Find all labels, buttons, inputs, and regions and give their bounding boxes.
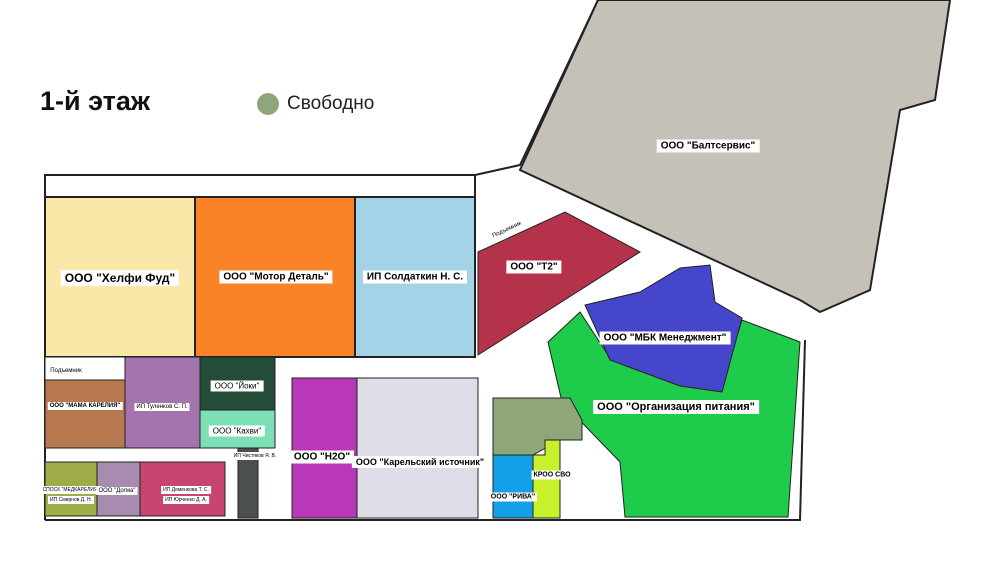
outer-wall: [495, 339, 806, 521]
label-karelsky: ООО "Карельский источник": [351, 456, 489, 468]
label-yurchenko: ИП Юрченко Д. А.: [163, 496, 209, 504]
label-mbk: ООО "МБК Менеджмент": [599, 331, 731, 345]
legend-free-label: Свободно: [287, 93, 375, 114]
legend: Свободно: [257, 93, 374, 115]
label-lift: Подъемник: [50, 368, 82, 374]
label-kahvi: ООО "Кахви": [208, 425, 266, 437]
label-tulenkov: ИП Туленков С. П.: [134, 403, 190, 411]
label-baltservis: ООО "Балтсервис": [656, 139, 760, 153]
zone-mbk[interactable]: [584, 264, 743, 393]
label-h2o: ООО "Н2О": [289, 450, 355, 464]
label-mama-karelia: ООО "МАМА КАРЕЛИЯ": [47, 402, 123, 410]
label-yoki: ООО "Йоки": [210, 380, 264, 392]
zone-t2[interactable]: [477, 211, 641, 356]
legend-free-swatch: [257, 93, 279, 115]
label-smirnov: ИП Смирнов Д. Н.: [48, 496, 94, 504]
label-t2: ООО "Т2": [506, 260, 562, 274]
zone-tulenkov[interactable]: [124, 356, 201, 449]
zone-mama-karelia[interactable]: [44, 379, 126, 449]
label-org-pitaniya: ООО "Организация питания": [593, 400, 759, 414]
label-soldatkin: ИП Солдаткин Н. С.: [362, 270, 468, 284]
label-riva: ООО "РИВА": [488, 492, 538, 502]
zone-h2o[interactable]: [291, 377, 358, 519]
label-motor: ООО "Мотор Деталь": [219, 270, 333, 284]
zone-baltservis[interactable]: [518, 0, 952, 314]
floor-title: 1-й этаж: [40, 86, 151, 116]
zone-chistyakov[interactable]: [237, 447, 259, 519]
label-kroo: КРОО СВО: [531, 470, 573, 480]
label-medkarelia: СПОСК "МЕДКАРЕЛИЯ": [40, 486, 102, 494]
label-dogma: ООО "Догма": [96, 487, 138, 495]
zone-free[interactable]: [492, 397, 583, 456]
label-chistyakov: ИП Чистяков Я. В.: [231, 452, 279, 460]
zone-riva[interactable]: [492, 454, 534, 519]
label-helfi: ООО "Хелфи Фуд": [60, 270, 180, 286]
zone-karelsky[interactable]: [356, 377, 479, 519]
label-demenkova: ИП Деменкова Т. С.: [161, 486, 211, 494]
